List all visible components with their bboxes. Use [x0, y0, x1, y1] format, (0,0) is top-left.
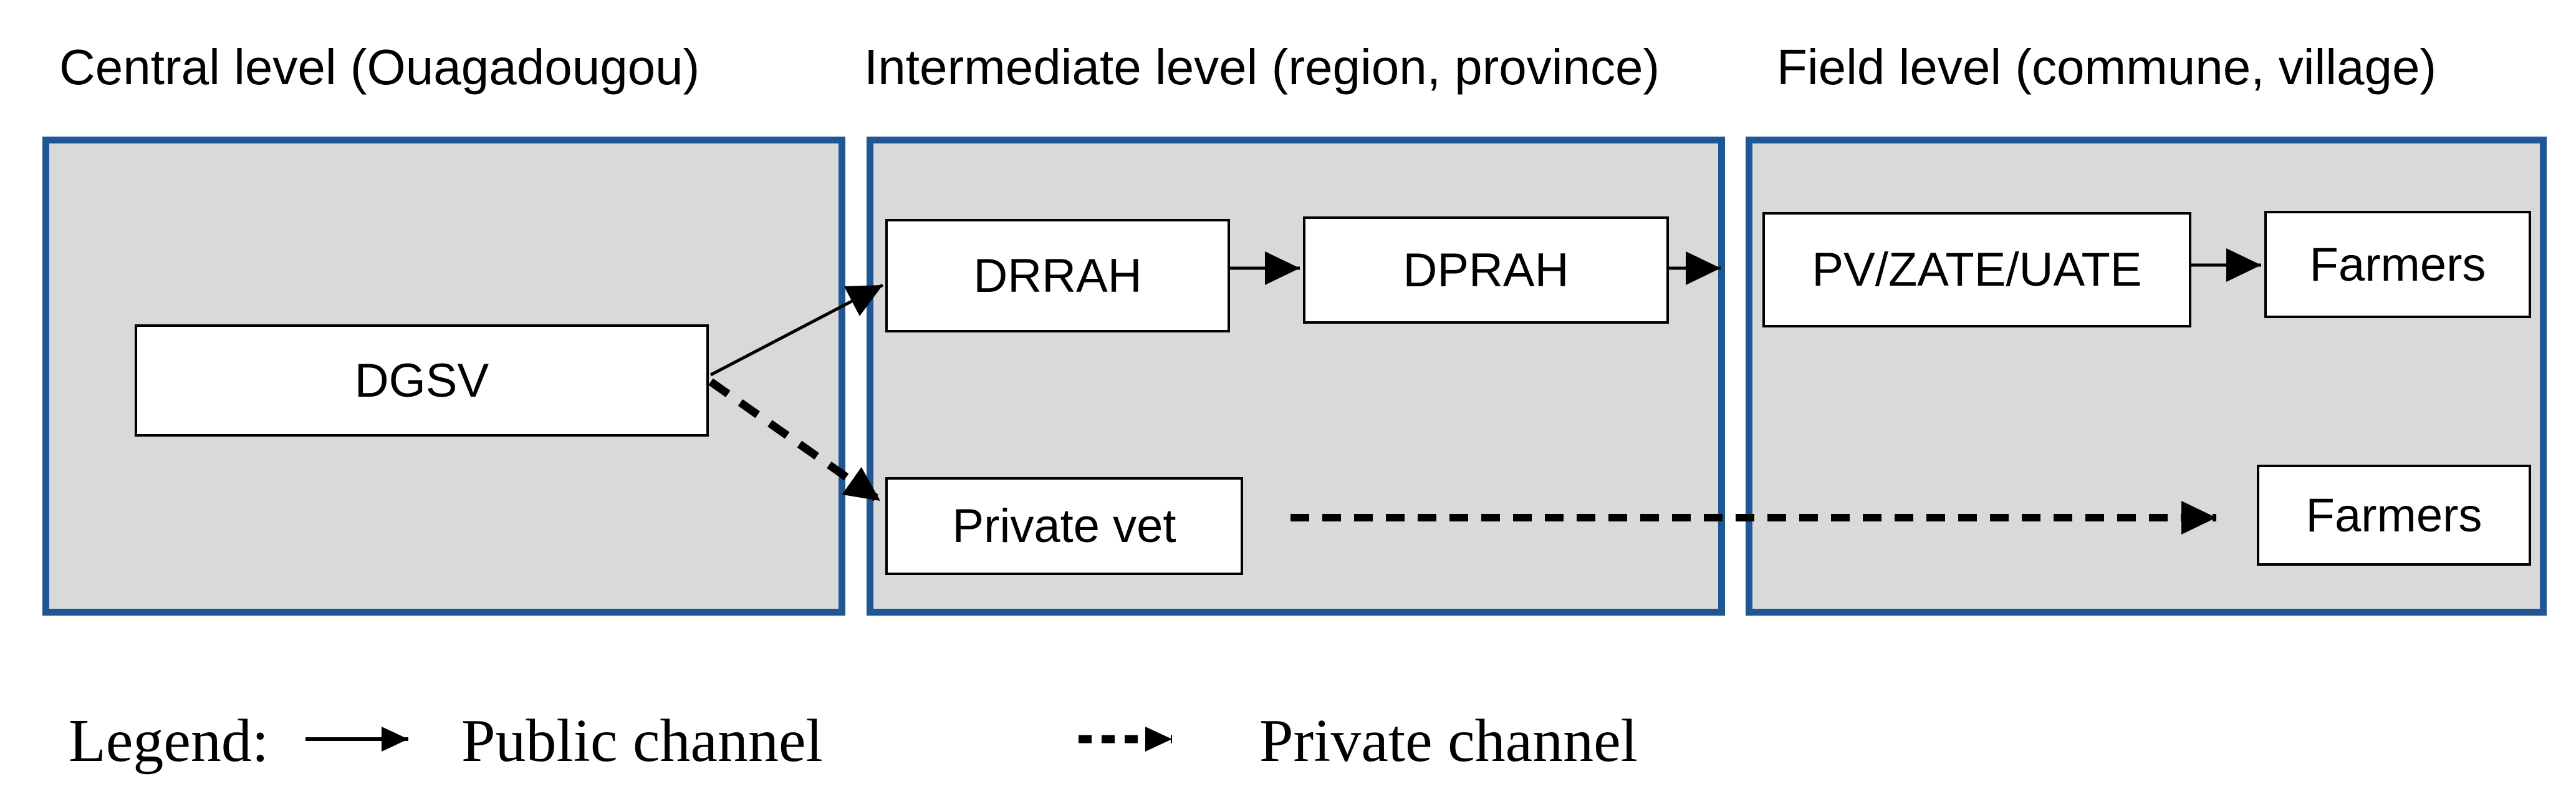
node-drrah: DRRAH — [885, 219, 1230, 332]
column-title-field: Field level (commune, village) — [1777, 39, 2437, 95]
column-title-central: Central level (Ouagadougou) — [59, 39, 700, 95]
node-private-vet: Private vet — [885, 477, 1243, 575]
node-farmers-field: Farmers — [2264, 211, 2531, 318]
node-farmers-private: Farmers — [2257, 465, 2531, 566]
legend-public-channel-label: Public channel — [461, 707, 823, 775]
column-title-intermediate: Intermediate level (region, province) — [864, 39, 1660, 95]
node-pv-zate-uate: PV/ZATE/UATE — [1762, 212, 2191, 327]
legend-private-channel-label: Private channel — [1259, 707, 1638, 775]
node-dprah: DPRAH — [1303, 216, 1669, 324]
node-dgsv: DGSV — [135, 324, 709, 437]
legend-label: Legend: — [69, 707, 269, 775]
